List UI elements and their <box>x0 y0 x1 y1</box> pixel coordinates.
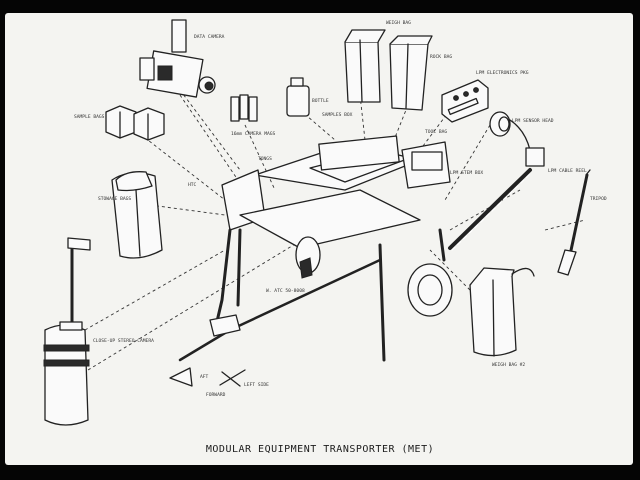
label-load-limit: W. ATC 50-8008 <box>266 288 305 294</box>
label-magazines: 16mm CAMERA MAGS <box>231 131 275 137</box>
label-tripod: TRIPOD <box>590 196 607 202</box>
label-rock-bag: ROCK BAG <box>430 54 452 60</box>
direction-indicator <box>219 369 246 387</box>
label-weigh-bag-2: WEIGH BAG #2 <box>492 362 525 368</box>
label-tongs: TONGS <box>258 156 272 162</box>
lpm-cable-reel <box>489 111 545 167</box>
data-camera <box>139 19 216 98</box>
label-forward: FORWARD <box>206 392 226 398</box>
lpm-sensor-pole <box>448 168 533 251</box>
label-samples-box: SAMPLES BOX <box>322 112 353 118</box>
bottle-container <box>286 77 310 117</box>
label-htc: HTC <box>188 182 197 188</box>
label-cable-reel: LPM CABLE REEL <box>548 168 587 174</box>
rock-bag-left <box>111 171 163 259</box>
label-camera: DATA CAMERA <box>194 34 225 40</box>
label-left-side: LEFT SIDE <box>244 382 269 388</box>
camera-magazines <box>230 94 258 122</box>
weigh-bag-right <box>469 267 535 357</box>
label-aft: AFT <box>200 374 209 380</box>
label-bottle: BOTTLE <box>312 98 329 104</box>
label-weigh-bag: WEIGH BAG <box>386 20 411 26</box>
label-electronics: LPM ELECTRONICS PKG <box>476 70 529 76</box>
weigh-bag-pair <box>344 29 433 111</box>
label-lunar-sampler: CLOSE-UP STEREO CAMERA <box>93 338 154 344</box>
close-up-stereo-camera <box>43 237 91 426</box>
label-tool-bag: TOOL BAG <box>425 129 447 135</box>
diagram-caption: MODULAR EQUIPMENT TRANSPORTER (MET) <box>205 444 435 455</box>
label-stowage-bags: STOWAGE BAGS <box>98 196 131 202</box>
label-stem-box: LPM STEM BOX <box>450 170 483 176</box>
label-sensor-head: LPM SENSOR HEAD <box>512 118 554 124</box>
label-sample-bags: SAMPLE BAGS <box>74 114 105 120</box>
lpm-electronics-package <box>441 79 489 123</box>
sample-bag-boxes <box>105 105 165 141</box>
met-frame <box>169 135 453 387</box>
callout-labels: DATA CAMERA WEIGH BAG ROCK BAG LPM ELECT… <box>74 20 607 398</box>
tripod <box>557 169 591 276</box>
